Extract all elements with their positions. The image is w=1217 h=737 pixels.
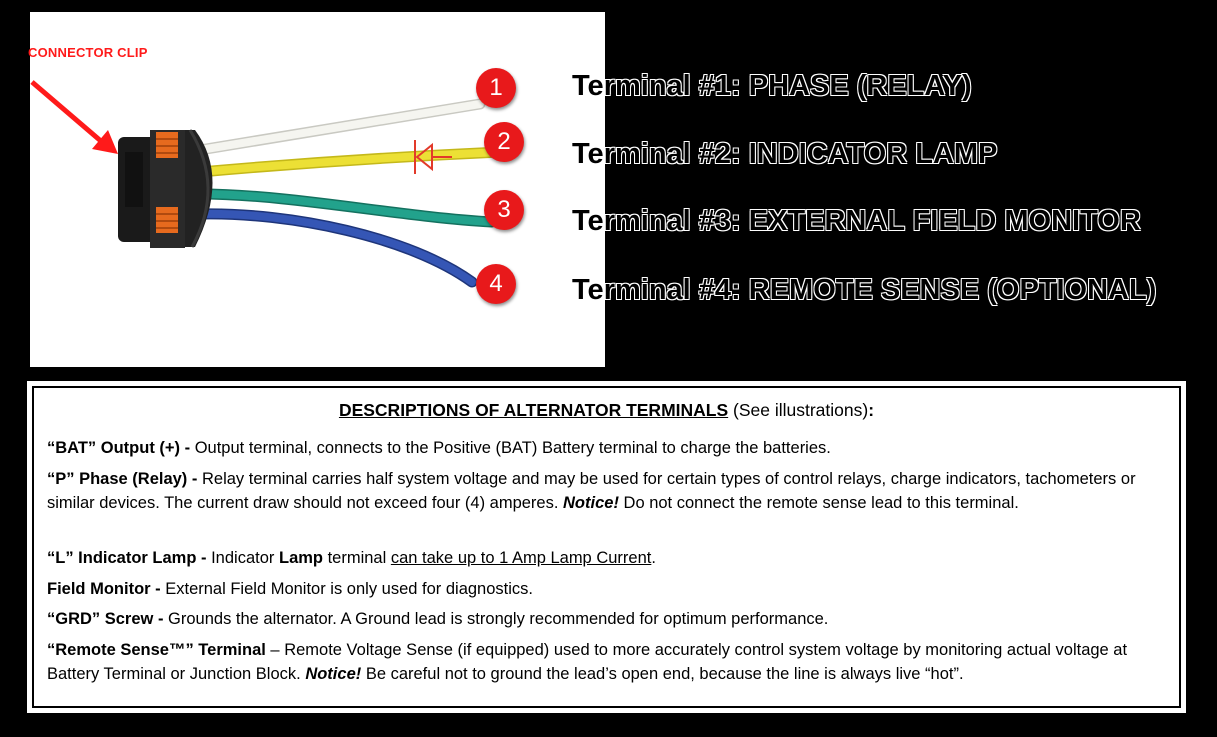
descriptions-title-text: DESCRIPTIONS OF ALTERNATOR TERMINALS [338, 400, 729, 420]
badge-1: 1 [476, 68, 516, 108]
entry-indicator-lamp: “L” Indicator Lamp - Indicator Lamp term… [47, 546, 1162, 570]
connector-clip-label: CONNECTOR CLIP [28, 45, 148, 60]
notice-text: Notice! [563, 494, 619, 512]
entry-text: – Remote Voltage Sense (if equipped) use… [47, 641, 1128, 683]
badge-4: 4 [476, 264, 516, 304]
entry-phase-relay: “P” Phase (Relay) - Relay terminal carri… [47, 467, 1162, 515]
connector-photo [30, 12, 605, 367]
descriptions-panel: DESCRIPTIONS OF ALTERNATOR TERMINALS (Se… [24, 378, 1189, 716]
badge-3: 3 [484, 190, 524, 230]
entry-text: Relay terminal carries half system volta… [47, 470, 1136, 512]
entry-text: Do not connect the remote sense lead to … [618, 494, 1019, 512]
diode-icon [414, 140, 452, 174]
entry-text: Be careful not to ground the lead’s open… [361, 665, 964, 683]
entry-head: “BAT” Output (+) - [47, 439, 191, 457]
arrow-icon [30, 80, 118, 154]
terminal-4-label: Terminal #4: REMOTE SENSE (OPTIONAL) [572, 274, 1157, 306]
notice-text: Notice! [305, 665, 362, 683]
entry-remote-sense: “Remote Sense™” Terminal – Remote Voltag… [47, 638, 1162, 686]
entry-text: Indicator [206, 549, 279, 567]
descriptions-title-suffix: (See illustrations) [728, 400, 869, 420]
entry-bat-output: “BAT” Output (+) - Output terminal, conn… [47, 436, 1162, 460]
descriptions-title: DESCRIPTIONS OF ALTERNATOR TERMINALS (Se… [34, 400, 1179, 421]
entry-text: . [651, 549, 656, 567]
entry-text: Output terminal, connects to the Positiv… [190, 439, 831, 457]
terminal-2-label: Terminal #2: INDICATOR LAMP [572, 138, 998, 170]
terminal-1-label: Terminal #1: PHASE (RELAY) [572, 70, 972, 102]
entry-underlined: can take up to 1 Amp Lamp Current [390, 549, 652, 567]
entry-head: “L” Indicator Lamp - [47, 549, 207, 567]
entry-field-monitor: Field Monitor - External Field Monitor i… [47, 577, 1162, 601]
badge-2: 2 [484, 122, 524, 162]
connector-illustration [30, 80, 506, 288]
entry-head: “GRD” Screw - [47, 610, 164, 628]
entry-text: External Field Monitor is only used for … [160, 580, 533, 598]
entry-text: Grounds the alternator. A Ground lead is… [163, 610, 829, 628]
descriptions-inner-border: DESCRIPTIONS OF ALTERNATOR TERMINALS (Se… [32, 386, 1181, 708]
entry-head: Field Monitor - [47, 580, 161, 598]
terminal-3-label: Terminal #3: EXTERNAL FIELD MONITOR [572, 205, 1141, 237]
descriptions-title-colon: : [868, 400, 875, 420]
entry-text: terminal [323, 549, 391, 567]
entry-grd-screw: “GRD” Screw - Grounds the alternator. A … [47, 607, 1162, 631]
connector-body [118, 129, 213, 248]
entry-head: “P” Phase (Relay) - [47, 470, 198, 488]
entry-head: “Remote Sense™” Terminal [47, 641, 266, 659]
entry-bold-word: Lamp [278, 549, 323, 567]
